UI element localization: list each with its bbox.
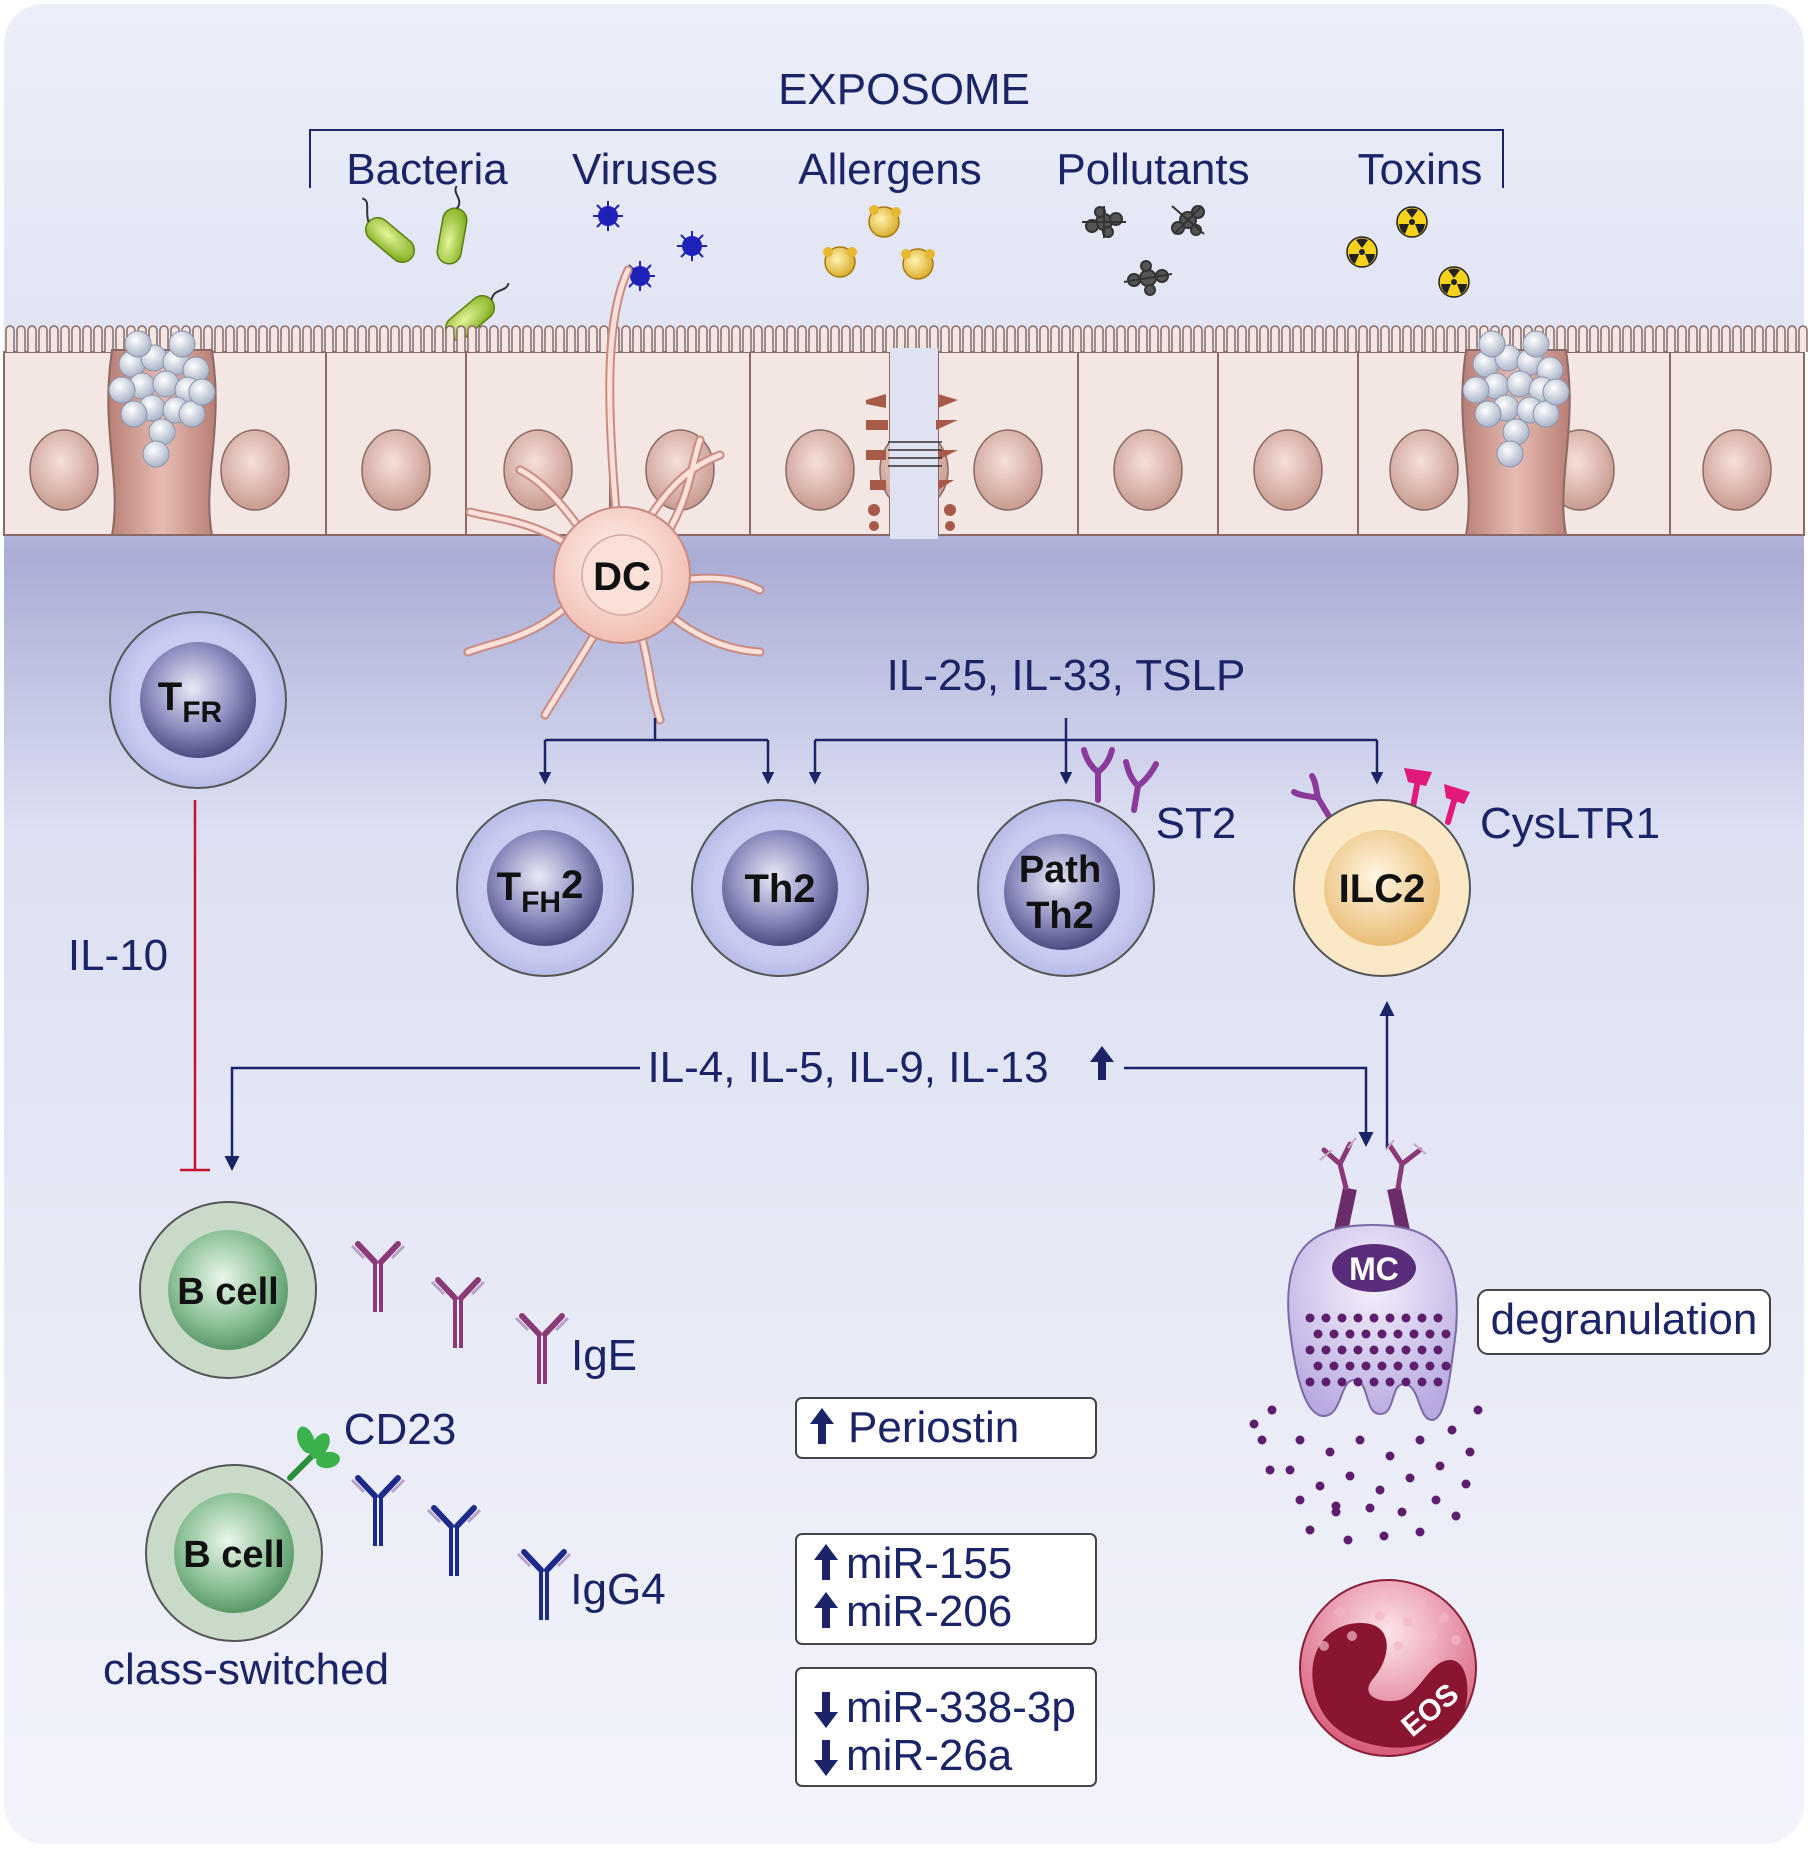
th2-label: Th2 [744, 867, 815, 911]
tfr-subscript: FR [182, 696, 222, 729]
toxin-icon [1346, 206, 1470, 298]
mir-up-box: miR-155 miR-206 [795, 1533, 1097, 1645]
mir155-up-arrow-icon [814, 1544, 838, 1580]
cd23-label: CD23 [344, 1405, 457, 1454]
category-pollutants: Pollutants [1056, 145, 1249, 194]
ige-label: IgE [571, 1331, 637, 1380]
path-th2-cell: Path Th2 [977, 747, 1159, 977]
category-bacteria: Bacteria [346, 145, 508, 194]
dendritic-cell: DC [463, 265, 765, 725]
tfh2-suffix: 2 [561, 863, 583, 907]
mast-cell: MC [1249, 1137, 1483, 1545]
mir26a-down-arrow-icon [814, 1740, 838, 1776]
mc-label: MC [1349, 1251, 1399, 1287]
periostin-box: Periostin [795, 1397, 1097, 1459]
dc-label: DC [593, 555, 651, 599]
alarmin-arrows [808, 718, 1384, 785]
cytokine-arrows [224, 1001, 1395, 1171]
alarmins-label: IL-25, IL-33, TSLP [887, 651, 1246, 700]
periostin-up-arrow-icon [810, 1408, 834, 1444]
mir-down-box: miR-338-3p miR-26a [795, 1667, 1097, 1787]
igg4-antibody-icon [350, 1475, 572, 1620]
mast-cell-granules [1249, 1313, 1483, 1545]
ilc2-label: ILC2 [1339, 867, 1426, 911]
tfh2-subscript: FH [521, 886, 561, 919]
mir26a-text: miR-26a [846, 1731, 1013, 1780]
cd23-receptor-icon [287, 1426, 340, 1481]
svg-text:TFH2: TFH2 [497, 863, 584, 919]
tfh2-cell: TFH2 [456, 799, 634, 977]
eosinophil: EOS [1299, 1579, 1477, 1757]
tfr-label: T [158, 675, 182, 719]
mir206-up-arrow-icon [814, 1592, 838, 1628]
degranulation-label: degranulation [1491, 1295, 1758, 1344]
class-switched-b-cell: B cell [145, 1464, 323, 1642]
class-switched-label: class-switched [103, 1645, 389, 1694]
ilc2-receptor-icon [1291, 773, 1333, 821]
st2-receptor-icon [1081, 747, 1159, 813]
il10-label: IL-10 [68, 931, 168, 980]
b-cell: B cell [139, 1201, 317, 1379]
ige-antibody-icon [350, 1241, 570, 1384]
il10-inhibition-line [180, 800, 210, 1172]
tfr-cell: TFR [109, 611, 287, 789]
exposome-bracket [309, 129, 1504, 188]
degranulation-box: degranulation [1477, 1289, 1771, 1355]
mir338-down-arrow-icon [814, 1692, 838, 1728]
category-viruses: Viruses [572, 145, 718, 194]
b-cell-label: B cell [177, 1271, 278, 1313]
cysltr1-label: CysLTR1 [1480, 799, 1660, 848]
path-th2-label-line2: Th2 [1026, 895, 1094, 937]
exposome-title: EXPOSOME [778, 65, 1030, 114]
cytokine-up-arrow-icon [1090, 1046, 1114, 1080]
allergen-icon [823, 205, 935, 280]
pollutant-icon [1082, 205, 1205, 296]
category-toxins: Toxins [1358, 145, 1483, 194]
path-th2-label-line1: Path [1019, 849, 1101, 891]
mast-cell-ige-receptor-icon [1319, 1137, 1427, 1237]
mir338-text: miR-338-3p [846, 1683, 1076, 1732]
st2-label: ST2 [1156, 799, 1237, 848]
svg-text:TFR: TFR [158, 675, 223, 729]
epithelial-layer [3, 325, 1808, 539]
igg4-label: IgG4 [570, 1565, 665, 1614]
category-allergens: Allergens [798, 145, 981, 194]
cytokines-label: IL-4, IL-5, IL-9, IL-13 [647, 1043, 1048, 1092]
ilc2-cell: ILC2 [1291, 768, 1471, 977]
periostin-text: Periostin [848, 1403, 1019, 1452]
th2-cell: Th2 [691, 799, 869, 977]
mir155-text: miR-155 [846, 1539, 1012, 1588]
virus-icon [593, 201, 707, 291]
eosinophil-granules [1319, 1591, 1461, 1657]
dc-branch-arrows [538, 718, 775, 785]
tfh2-label: T [497, 865, 521, 909]
mir206-text: miR-206 [846, 1587, 1012, 1636]
class-switched-b-cell-label: B cell [183, 1534, 284, 1576]
